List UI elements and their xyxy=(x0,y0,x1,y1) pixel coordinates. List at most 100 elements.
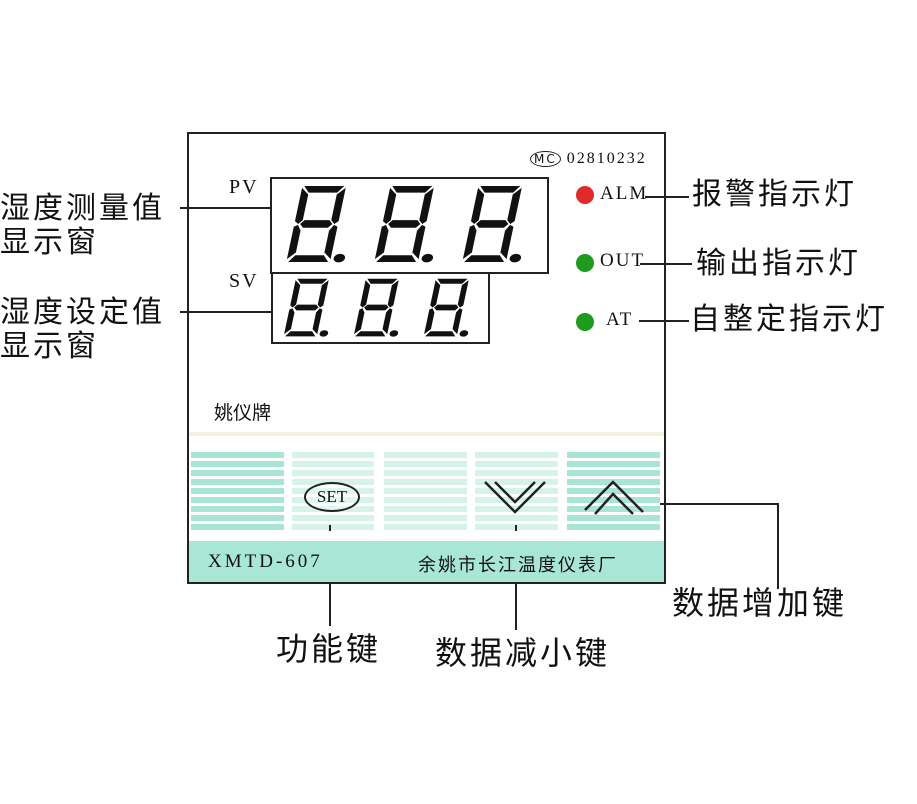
set-leader xyxy=(329,584,331,626)
segment-b xyxy=(317,280,329,308)
segment-d xyxy=(355,331,386,337)
segment-f xyxy=(360,280,371,308)
set-callout: 功能键 xyxy=(276,630,382,668)
segment-g xyxy=(294,304,319,311)
segment-c xyxy=(452,308,463,335)
segment-a xyxy=(480,185,521,193)
at-callout: 自整定指示灯 xyxy=(690,302,888,337)
blank-key-2 xyxy=(384,452,467,532)
certification: MC 02810232 xyxy=(530,150,647,168)
segment-digit xyxy=(284,278,329,337)
set-key-label: SET xyxy=(304,482,360,512)
sv-label: SV xyxy=(229,270,259,292)
out-label: OUT xyxy=(600,250,646,271)
segment-f xyxy=(290,280,301,308)
segment-c xyxy=(312,308,323,335)
segment-digit xyxy=(424,278,469,337)
segment-a xyxy=(367,278,398,284)
up-key[interactable] xyxy=(567,452,660,532)
decimal-point xyxy=(459,330,469,337)
out-led xyxy=(576,254,594,272)
segment-e xyxy=(354,308,365,335)
pv-label: PV xyxy=(229,176,259,198)
segment-a xyxy=(304,185,345,193)
segment-c xyxy=(382,308,393,335)
pv-callout-line2: 显示窗 xyxy=(0,225,99,260)
sv-callout-line2: 显示窗 xyxy=(0,329,99,364)
segment-digit xyxy=(374,185,434,263)
sv-callout-leader xyxy=(180,311,272,313)
alm-label: ALM xyxy=(600,183,649,204)
segment-a xyxy=(437,278,468,284)
pv-segment-digits xyxy=(286,185,522,263)
segment-a xyxy=(297,278,328,284)
divider xyxy=(189,432,664,436)
up-callout: 数据增加键 xyxy=(672,584,848,622)
segment-digit xyxy=(286,185,346,263)
segment-e xyxy=(374,224,389,260)
down-callout: 数据减小键 xyxy=(435,634,611,672)
segment-e xyxy=(286,224,301,260)
segment-e xyxy=(424,308,435,335)
segment-f xyxy=(294,187,309,224)
manufacturer: 余姚市长江温度仪表厂 xyxy=(418,555,618,576)
segment-f xyxy=(382,187,397,224)
segment-d xyxy=(288,255,329,262)
down-tick xyxy=(515,525,517,531)
segment-d xyxy=(285,331,316,337)
up-leader-h xyxy=(660,503,779,505)
segment-a xyxy=(392,185,433,193)
footer-band xyxy=(189,541,664,582)
chevron-down-icon xyxy=(484,481,546,514)
pv-callout-leader xyxy=(180,207,271,209)
sv-segment-digits xyxy=(284,278,469,337)
segment-f xyxy=(430,280,441,308)
chevron-up-icon xyxy=(584,480,644,515)
alm-led xyxy=(576,186,594,204)
decimal-point xyxy=(509,253,522,263)
set-tick xyxy=(329,525,331,531)
out-leader xyxy=(640,263,692,265)
sv-display xyxy=(271,272,490,344)
alm-callout: 报警指示灯 xyxy=(692,177,857,212)
segment-g xyxy=(476,220,509,228)
blank-key xyxy=(191,452,284,532)
down-leader xyxy=(515,584,517,630)
at-label: AT xyxy=(606,309,634,330)
segment-c xyxy=(324,224,338,260)
segment-b xyxy=(419,187,434,224)
brand-name: 姚仪牌 xyxy=(214,402,272,424)
segment-f xyxy=(470,187,485,224)
segment-b xyxy=(507,187,522,224)
controller-panel xyxy=(187,132,666,584)
set-key[interactable]: SET xyxy=(292,452,374,532)
sv-callout-line1: 湿度设定值 xyxy=(0,295,165,330)
decimal-point xyxy=(333,253,346,263)
segment-b xyxy=(457,280,469,308)
pv-display xyxy=(270,177,549,274)
segment-c xyxy=(500,224,514,260)
segment-digit xyxy=(354,278,399,337)
segment-d xyxy=(376,255,417,262)
pv-callout-line1: 湿度测量值 xyxy=(0,191,165,226)
at-led xyxy=(576,313,594,331)
segment-g xyxy=(364,304,389,311)
decimal-point xyxy=(319,330,329,337)
segment-g xyxy=(388,220,421,228)
decimal-point xyxy=(421,253,434,263)
mc-mark-icon: MC xyxy=(530,151,561,167)
segment-d xyxy=(464,255,505,262)
segment-g xyxy=(300,220,333,228)
out-callout: 输出指示灯 xyxy=(696,246,861,281)
up-leader-v xyxy=(777,503,779,589)
alm-leader xyxy=(645,196,689,198)
at-leader xyxy=(639,320,689,322)
down-key[interactable] xyxy=(475,452,558,532)
segment-digit xyxy=(462,185,522,263)
segment-b xyxy=(387,280,399,308)
decimal-point xyxy=(389,330,399,337)
segment-b xyxy=(331,187,346,224)
segment-c xyxy=(412,224,426,260)
segment-g xyxy=(434,304,459,311)
segment-d xyxy=(425,331,456,337)
